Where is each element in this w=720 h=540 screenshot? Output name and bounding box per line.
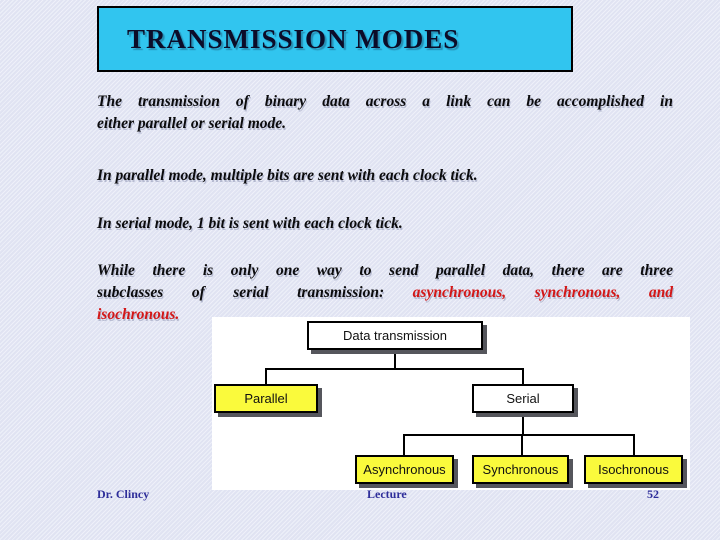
connector-line [403,434,405,455]
text-line: In parallel mode, multiple bits are sent… [97,165,673,187]
text-line: In serial mode, 1 bit is sent with each … [97,213,673,235]
text-line: isochronous. [97,304,673,326]
body-text-segment: subclasses of serial transmission: [97,284,413,301]
text-line: While there is only one way to send para… [97,260,673,282]
connector-line [403,434,635,436]
diagram-node-label: Serial [506,391,540,406]
diagram-node-asynchronous: Asynchronous [355,455,454,484]
connector-line [522,413,524,434]
body-text-segment: In parallel mode, multiple bits are sent… [97,167,478,184]
footer-page-number: 52 [647,487,659,501]
diagram-node-isochronous: Isochronous [584,455,683,484]
body-text-segment: either parallel or serial mode. [97,115,287,132]
text-line: The transmission of binary data across a… [97,91,673,113]
highlighted-text: isochronous. [97,306,180,323]
connector-line [394,350,396,368]
body-text-segment: The transmission of binary data across a… [97,93,673,110]
diagram-node-parallel: Parallel [214,384,318,413]
connector-line [522,368,524,384]
connector-line [265,368,524,370]
diagram-node-label: Data transmission [342,328,448,343]
body-text: The transmission of binary data across a… [97,91,673,326]
footer-author: Dr. Clincy [97,487,150,501]
text-line: either parallel or serial mode. [97,113,673,135]
diagram-node-label: Isochronous [598,462,669,477]
footer-lecture: Lecture [367,487,407,501]
paragraph-2: In parallel mode, multiple bits are sent… [97,165,673,187]
paragraph-3: In serial mode, 1 bit is sent with each … [97,213,673,235]
body-text-segment: While there is only one way to send para… [97,262,673,279]
slide-title: TRANSMISSION MODES [127,23,460,54]
connector-line [265,368,267,384]
paragraph-1: The transmission of binary data across a… [97,91,673,135]
connector-line [633,434,635,455]
diagram-node-label: Asynchronous [363,462,446,477]
diagram-node-synchronous: Synchronous [472,455,569,484]
text-line: subclasses of serial transmission: async… [97,282,673,304]
diagram-node-data-transmission: Data transmission [307,321,483,350]
slide-title-box: TRANSMISSION MODES [97,6,573,72]
body-text-segment: In serial mode, 1 bit is sent with each … [97,215,403,232]
transmission-modes-diagram: Data transmission Parallel Serial Asynch… [212,317,690,490]
connector-line [521,434,523,455]
diagram-node-label: Parallel [244,391,288,406]
diagram-node-label: Synchronous [482,462,559,477]
highlighted-text: asynchronous, synchronous, and [412,284,674,301]
diagram-node-serial: Serial [472,384,574,413]
paragraph-4: While there is only one way to send para… [97,260,673,326]
